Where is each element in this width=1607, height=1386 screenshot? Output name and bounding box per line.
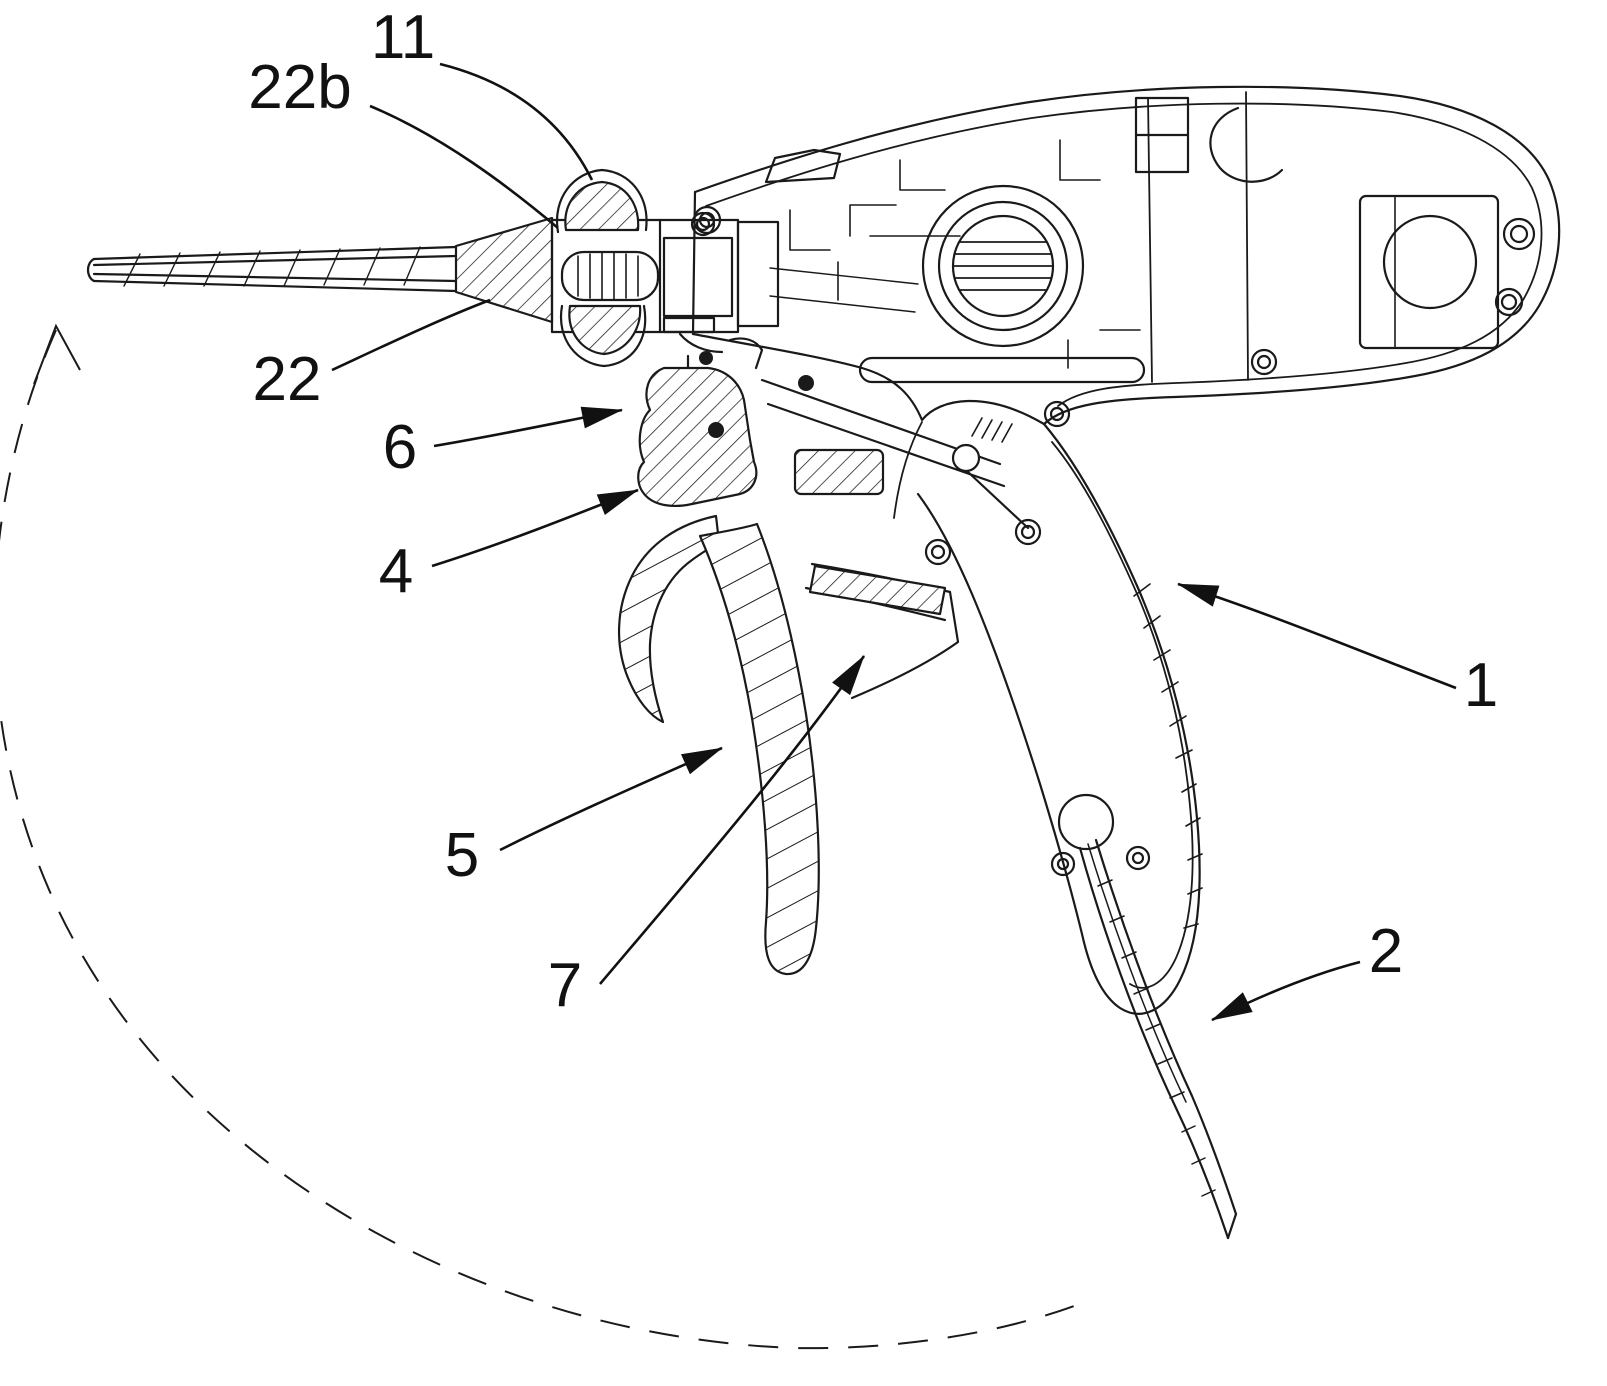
ref-label-1: 1 [1464,651,1498,720]
collar-assembly [454,168,780,374]
leader-22 [331,298,491,372]
leader-7 [599,655,866,985]
ref-label-22: 22 [253,345,322,414]
leader-1 [1177,582,1457,690]
screws [692,205,1536,877]
ref-label-22b: 22b [248,53,351,122]
ref-label-11: 11 [371,3,435,72]
leader-4 [431,488,639,568]
rotary-dial [921,184,1085,348]
body-housing [691,85,1561,519]
rotation-arrowhead [33,323,81,385]
leader-2 [1211,960,1361,1022]
ref-label-4: 4 [379,537,413,606]
ref-label-2: 2 [1369,917,1403,986]
shaft [86,245,458,293]
reference-labels: 11 22b 22 6 4 5 7 1 2 [248,3,1498,1020]
ref-label-7: 7 [548,951,582,1020]
ref-label-5: 5 [445,821,479,890]
leader-22b [369,104,559,229]
stapler-device-drawing [86,85,1561,1240]
ref-label-6: 6 [383,413,417,482]
handle-grip [916,422,1203,1015]
rotation-arc [0,323,1091,1350]
leader-5 [499,746,723,852]
leader-11 [439,62,594,181]
mechanism-cluster [637,366,1030,700]
leader-lines [331,62,1457,1022]
lower-rod [1078,838,1238,1240]
leader-6 [433,406,623,448]
trigger-lever [617,514,820,976]
